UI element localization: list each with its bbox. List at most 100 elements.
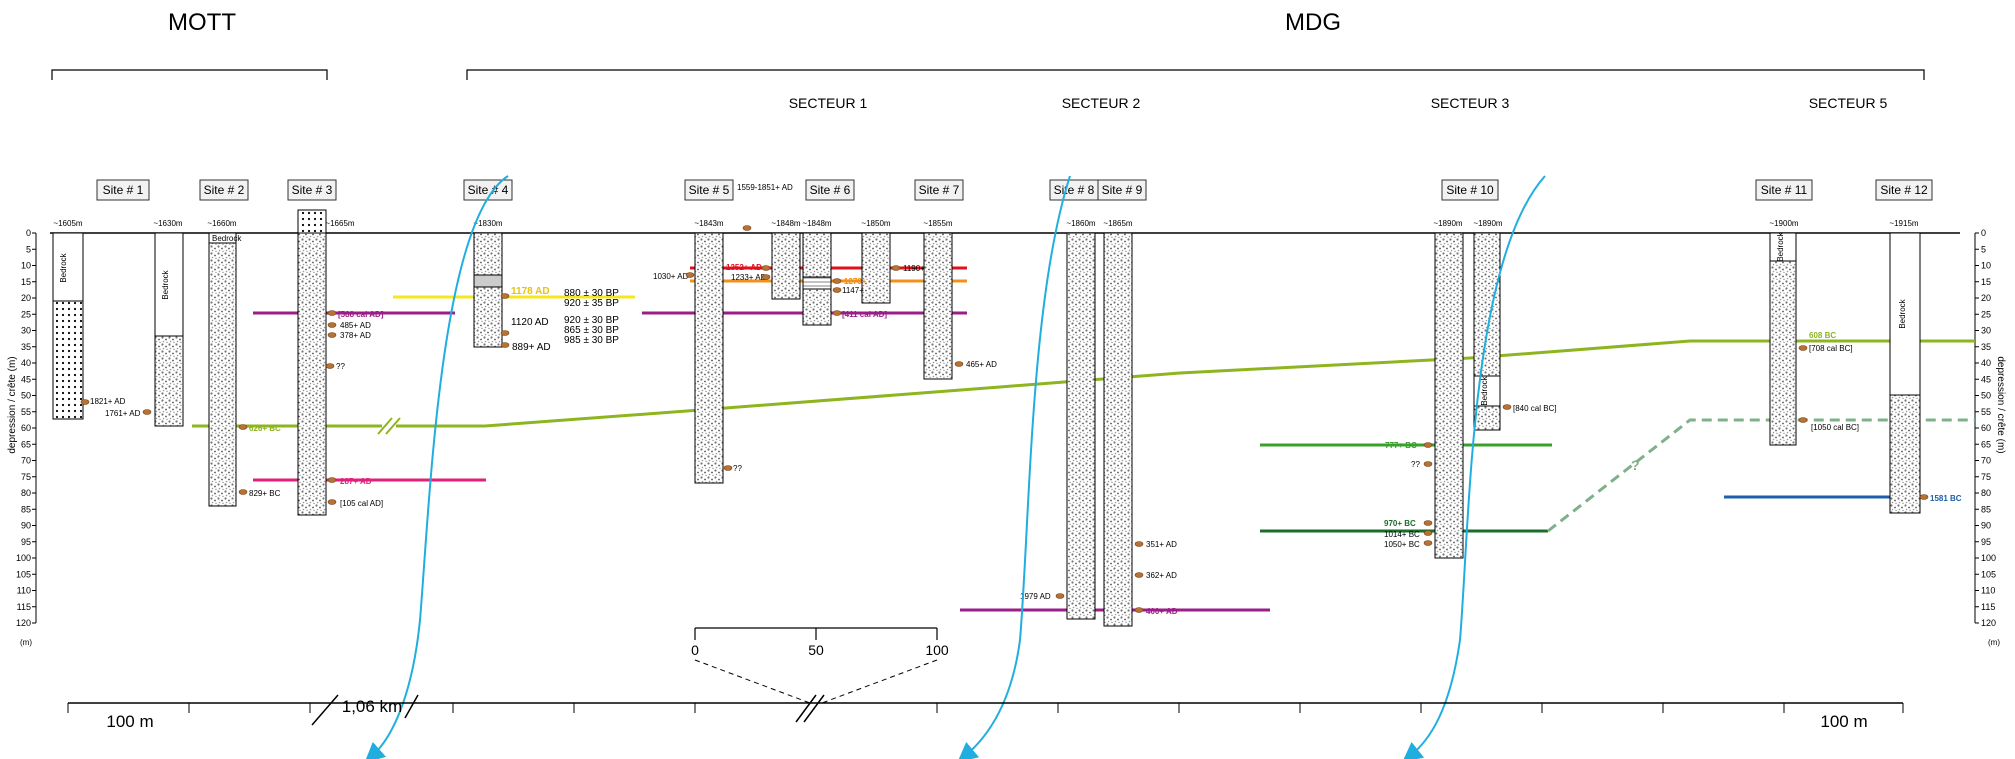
site-12-label: Site # 12 — [1880, 183, 1928, 197]
axis-tick-label: 0 — [26, 228, 31, 238]
date-label: 1233+ AD — [731, 273, 767, 282]
axis-tick-label: 100 — [1981, 553, 1996, 563]
column-site-6 — [694, 232, 724, 484]
altitude-label: ~1843m — [694, 219, 723, 228]
axis-tick-label: 110 — [17, 586, 31, 596]
axis-tick-label: 60 — [21, 423, 31, 433]
date-label: 1178 AD — [511, 286, 550, 297]
column-site-5-lower — [473, 286, 503, 348]
altitude-label: ~1900m — [1769, 219, 1798, 228]
axis-tick-label: 120 — [16, 618, 31, 628]
date-label: 287+ AD — [340, 477, 372, 486]
axis-tick-label: 30 — [1981, 326, 1991, 336]
altitude-label: ~1850m — [861, 219, 890, 228]
sample-marker — [80, 399, 90, 405]
axis-tick-label: 10 — [21, 261, 31, 271]
date-label: 1559-1851+ AD — [737, 183, 793, 192]
flow-arrow — [957, 175, 1071, 759]
axis-tick-label: 75 — [1981, 472, 1991, 482]
region-mott: MOTT — [168, 9, 236, 36]
sample-marker — [500, 293, 510, 299]
sample-marker — [1134, 607, 1144, 613]
sample-marker — [238, 424, 248, 430]
altitude-label: ~1865m — [1103, 219, 1132, 228]
sample-marker — [723, 465, 733, 471]
site-6-label: Site # 6 — [810, 183, 851, 197]
bedrock-block — [154, 232, 184, 337]
axis-tick-label: 40 — [21, 358, 31, 368]
vertical-scalebar: 0 50 100 — [691, 627, 949, 704]
axis-tick-label: 90 — [21, 521, 31, 531]
site-9-label: Site # 9 — [1102, 183, 1143, 197]
bedrock-label: Bedrock — [161, 269, 170, 299]
axis-tick-label: 110 — [1981, 586, 1995, 596]
axis-tick-label: 0 — [1981, 228, 1986, 238]
altitude-label: ~1605m — [53, 219, 82, 228]
sample-marker — [1502, 404, 1512, 410]
scalebar-zero: 0 — [691, 642, 699, 658]
date-label: ?? — [1411, 460, 1420, 469]
axis-tick-label: 45 — [1981, 374, 1991, 384]
date-label: 1014+ BC — [1384, 530, 1420, 539]
flow-arrow — [1402, 175, 1546, 759]
date-label: 465+ AD — [966, 360, 997, 369]
altitude-label: ~1890m — [1433, 219, 1462, 228]
sample-marker — [327, 322, 337, 328]
flow-arrow — [364, 175, 509, 759]
mott-bracket — [51, 69, 328, 80]
column-1915 — [1889, 394, 1921, 514]
axis-tick-label: 115 — [17, 602, 31, 612]
date-label: 920 ± 35 BP — [564, 298, 619, 309]
altitude-label: ~1855m — [923, 219, 952, 228]
column-site-7 — [771, 232, 801, 300]
date-label: ?? — [336, 362, 345, 371]
axis-tick-label: 40 — [1981, 358, 1991, 368]
correlation-line-dashed — [1547, 418, 1975, 533]
axis-tick-label: 10 — [1981, 261, 1991, 271]
break-mark — [385, 417, 401, 435]
altitude-label: ~1848m — [771, 219, 800, 228]
axis-tick-label: 35 — [1981, 342, 1991, 352]
site-labels: Site # 1 Site # 2 Site # 3 Site # 4 Site… — [96, 179, 1933, 201]
axis-tick-label: 115 — [1981, 602, 1995, 612]
date-label: 865 ± 30 BP — [564, 325, 619, 336]
date-label: 400+ AD — [1146, 607, 1178, 616]
column-site-8 — [802, 232, 832, 278]
site-11-label: Site # 11 — [1761, 183, 1808, 197]
right-axis-title: depression / crête (m) — [1995, 356, 2006, 453]
altitude-label: ~1630m — [153, 219, 182, 228]
altitude-label: ~1915m — [1889, 219, 1918, 228]
date-label: 626+ BC — [249, 424, 281, 433]
altitude-label: ~1848m — [802, 219, 831, 228]
sample-marker — [327, 499, 337, 505]
stratigraphic-columns: Bedrock Bedrock Bedrock — [52, 209, 1921, 627]
axis-tick-label: 85 — [1981, 504, 1991, 514]
site-2-label: Site # 2 — [204, 183, 245, 197]
date-label: 1979 AD — [1020, 592, 1051, 601]
date-labels: 1821+ AD 1761+ AD 626+ BC 829+ BC [588 c… — [90, 183, 1962, 616]
bedrock-label: Bedrock — [1776, 231, 1785, 261]
sample-marker — [325, 363, 335, 369]
axis-tick-label: 15 — [21, 277, 31, 287]
sample-marker — [1798, 345, 1808, 351]
sample-marker — [1423, 442, 1433, 448]
altitude-label: ~1830m — [473, 219, 502, 228]
altitude-label: ~1660m — [207, 219, 236, 228]
axis-tick-label: 60 — [1981, 423, 1991, 433]
date-label: [1050 cal BC] — [1811, 423, 1859, 432]
surface-layer — [297, 209, 327, 234]
date-label: 1190+ — [903, 264, 925, 273]
correlation-line-lime — [396, 339, 1975, 428]
sector-2-label: SECTEUR 2 — [1062, 95, 1141, 111]
scale-left-label: 100 m — [106, 712, 153, 731]
axis-tick-label: 50 — [1981, 391, 1991, 401]
right-axis-unit: (m) — [1988, 638, 2000, 647]
left-axis: 0510152025303540455055606570758085909510… — [16, 228, 37, 628]
sample-marker — [761, 265, 771, 271]
sample-marker — [327, 310, 337, 316]
sample-marker — [142, 409, 152, 415]
site-3-label: Site # 3 — [292, 183, 333, 197]
grey-layer — [473, 274, 503, 288]
date-label: 362+ AD — [1146, 571, 1177, 580]
